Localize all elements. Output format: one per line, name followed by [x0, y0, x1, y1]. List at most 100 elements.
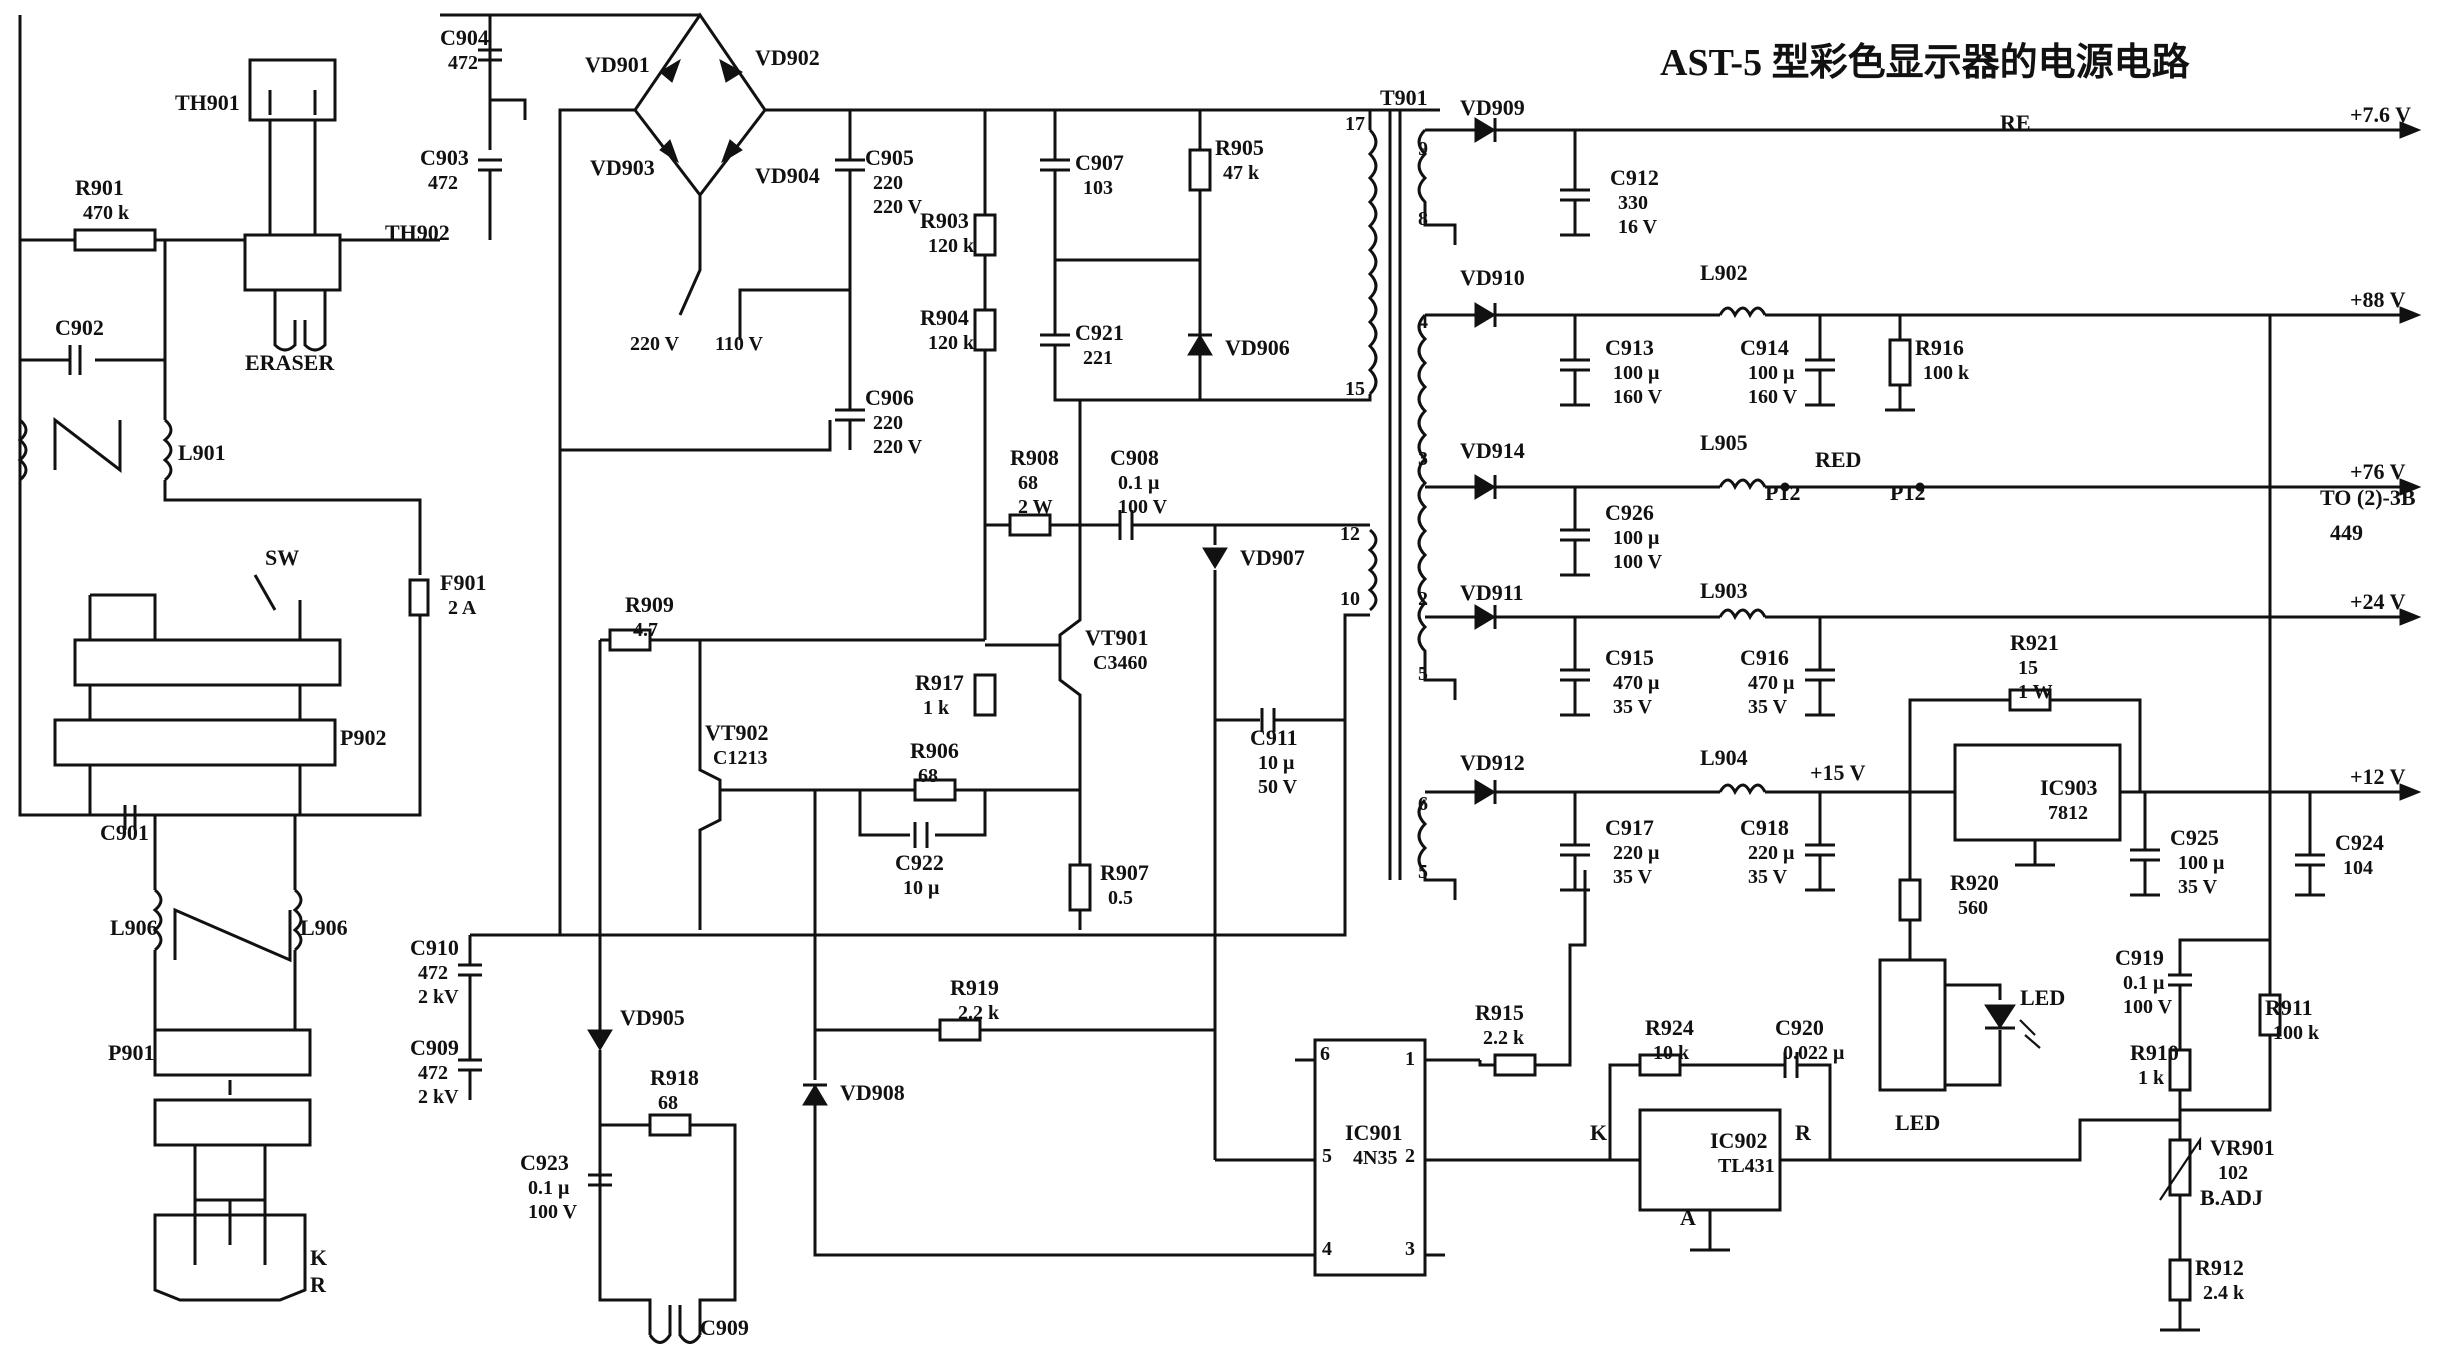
note-p12b: P12	[1890, 480, 1925, 505]
label-vd901: VD901	[585, 52, 650, 77]
icpin-4: 4	[1322, 1238, 1332, 1260]
value-r911-0: 100 k	[2273, 1022, 2320, 1044]
label-r905: R905	[1215, 135, 1264, 160]
icpin-0: 6	[1320, 1043, 1330, 1065]
label-c905: C905	[865, 145, 914, 170]
label-vd904: VD904	[755, 163, 820, 188]
value-c926-1: 100 V	[1613, 551, 1663, 573]
label-f901: F901	[440, 570, 486, 595]
label-c923: C923	[520, 1150, 569, 1175]
label-c910: C910	[410, 935, 459, 960]
eraser-label-bottom: C909	[700, 1315, 749, 1340]
value-c916-1: 35 V	[1748, 696, 1788, 718]
note-p12a: P12	[1765, 480, 1800, 505]
label-c917: C917	[1605, 815, 1654, 840]
value-c906-0: 220	[873, 412, 903, 434]
value-r920-0: 560	[1958, 897, 1988, 919]
input-section: ERASER K R	[17, 15, 527, 1302]
value-c924-0: 104	[2343, 857, 2373, 879]
label-sw: SW	[265, 545, 299, 570]
label-vd911: VD911	[1460, 580, 1524, 605]
value-c925-0: 100 μ	[2178, 852, 2225, 874]
tpin-6: 4	[1418, 311, 1428, 333]
label-r917: R917	[915, 670, 964, 695]
value-c926-0: 100 μ	[1613, 527, 1660, 549]
value-vt902-0: C1213	[713, 747, 767, 769]
value-c907-0: 103	[1083, 177, 1113, 199]
note-l906a: L906	[110, 915, 158, 940]
value-r910-0: 1 k	[2138, 1067, 2165, 1089]
value-c915-0: 470 μ	[1613, 672, 1660, 694]
label-vd905: VD905	[620, 1005, 685, 1030]
label-c921: C921	[1075, 320, 1124, 345]
label-r924: R924	[1645, 1015, 1694, 1040]
value-r908-1: 2 W	[1018, 496, 1053, 518]
label-th902: TH902	[385, 220, 450, 245]
label-vd907: VD907	[1240, 545, 1305, 570]
value-c914-1: 160 V	[1748, 386, 1798, 408]
label-c901: C901	[100, 820, 149, 845]
label-r921: R921	[2010, 630, 2059, 655]
eraser-label-top: ERASER	[245, 350, 335, 375]
label-c903: C903	[420, 145, 469, 170]
label-c915: C915	[1605, 645, 1654, 670]
label-c919: C919	[2115, 945, 2164, 970]
note-badj: B.ADJ	[2200, 1185, 2263, 1210]
value-c909-0: 472	[418, 1062, 448, 1084]
output-2: +76 V	[2350, 459, 2406, 484]
label-c920: C920	[1775, 1015, 1824, 1040]
note-n449: 449	[2330, 520, 2363, 545]
label-vd909: VD909	[1460, 95, 1525, 120]
label-r920: R920	[1950, 870, 1999, 895]
value-r918-0: 68	[658, 1092, 678, 1114]
label-vt901: VT901	[1085, 625, 1149, 650]
value-r921-0: 15	[2018, 657, 2038, 679]
note-led2: LED	[1895, 1110, 1940, 1135]
note-ac: R	[310, 1272, 327, 1297]
label-l901: L901	[178, 440, 226, 465]
label-r912: R912	[2195, 1255, 2244, 1280]
label-ic903: IC903	[2040, 775, 2097, 800]
ic901-optocoupler	[1295, 870, 1640, 1277]
label-r919: R919	[950, 975, 999, 1000]
label-c913: C913	[1605, 335, 1654, 360]
label-r909: R909	[625, 592, 674, 617]
label-c924: C924	[2335, 830, 2384, 855]
value-c921-0: 221	[1083, 347, 1113, 369]
value-r919-0: 2.2 k	[958, 1002, 1000, 1024]
label-r906: R906	[910, 738, 959, 763]
label-c902: C902	[55, 315, 104, 340]
label-l902: L902	[1700, 260, 1748, 285]
label-l904: L904	[1700, 745, 1748, 770]
note-in: K	[310, 1245, 327, 1270]
label-c909: C909	[410, 1035, 459, 1060]
label-c916: C916	[1740, 645, 1789, 670]
value-c912-1: 16 V	[1618, 216, 1658, 238]
output-3: +24 V	[2350, 589, 2406, 614]
value-c917-1: 35 V	[1613, 866, 1653, 888]
value-r901-0: 470 k	[83, 202, 130, 224]
note-plus15: +15 V	[1810, 760, 1866, 785]
label-r901: R901	[75, 175, 124, 200]
tpin-2: 12	[1340, 523, 1360, 545]
label-r910: R910	[2130, 1040, 2179, 1065]
tpin-3: 10	[1340, 588, 1360, 610]
value-c913-0: 100 μ	[1613, 362, 1660, 384]
value-c903-0: 472	[428, 172, 458, 194]
ic902-regulator	[1608, 1052, 2180, 1252]
value-c925-1: 35 V	[2178, 876, 2218, 898]
tpin-9: 5	[1418, 663, 1428, 685]
output-1: +88 V	[2350, 287, 2406, 312]
icpin-1: 1	[1405, 1048, 1415, 1070]
label-r915: R915	[1475, 1000, 1524, 1025]
tpin-1: 15	[1345, 378, 1365, 400]
tpin-11: 5	[1418, 861, 1428, 883]
value-r917-0: 1 k	[923, 697, 950, 719]
tpin-10: 6	[1418, 793, 1428, 815]
value-c911-0: 10 μ	[1258, 752, 1295, 774]
value-c905-1: 220 V	[873, 196, 923, 218]
label-vd912: VD912	[1460, 750, 1525, 775]
label-th901: TH901	[175, 90, 240, 115]
value-c923-1: 100 V	[528, 1201, 578, 1223]
